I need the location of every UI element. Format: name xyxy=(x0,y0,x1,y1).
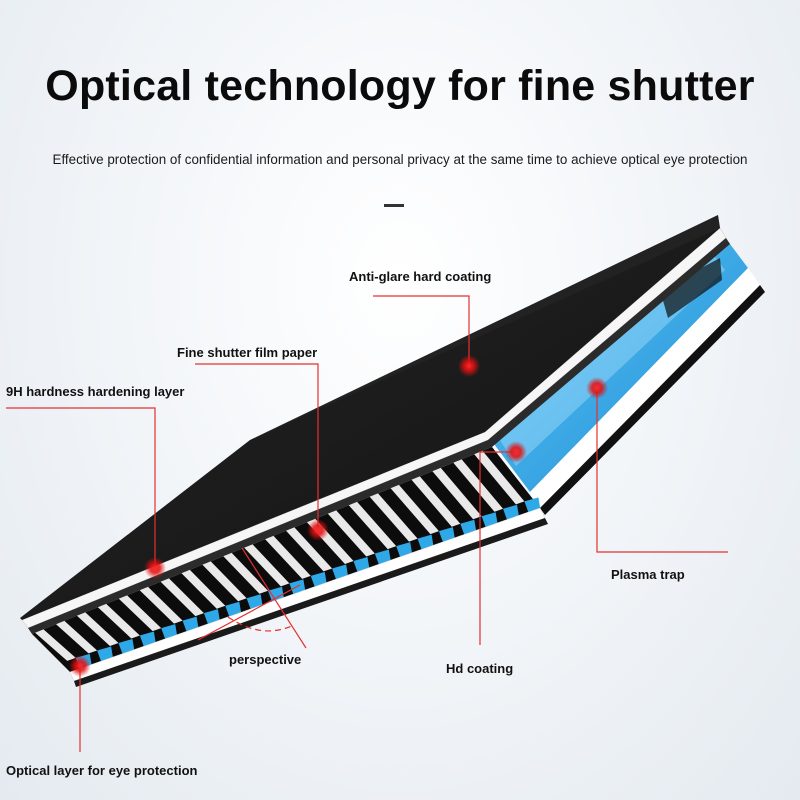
shutter-slat xyxy=(160,578,204,617)
leader-plasma xyxy=(596,388,728,553)
shutter-blue-gap xyxy=(139,631,156,647)
shutter-slat xyxy=(286,527,333,572)
shutter-blue-gap xyxy=(503,504,520,520)
divider-dash xyxy=(384,204,404,207)
right-end-panel xyxy=(485,228,765,515)
shutter-slat xyxy=(390,484,439,535)
shutter-slat xyxy=(181,569,226,609)
shutter-blue-gap xyxy=(97,646,114,662)
shutter-slats xyxy=(35,450,541,669)
label-perspective: perspective xyxy=(229,652,302,667)
shutter-slat xyxy=(327,510,375,557)
leader-lines xyxy=(6,295,728,752)
shutter-slat xyxy=(223,552,269,594)
end-black-edge xyxy=(540,285,765,515)
bottom-black-edge xyxy=(74,518,548,687)
shutter-slat xyxy=(432,467,482,520)
label-shutter-film: Fine shutter film paper xyxy=(177,345,318,360)
shutter-slat xyxy=(244,544,290,587)
marker-shutter-film xyxy=(307,519,329,541)
end-shadow xyxy=(660,258,722,318)
shutter-slat xyxy=(369,493,418,542)
shutter-blue-gap xyxy=(268,586,285,602)
shutter-blue-gap xyxy=(417,534,434,550)
marker-anti-glare xyxy=(458,355,480,377)
shutter-blue-gap xyxy=(203,609,220,625)
shutter-blue-gap xyxy=(310,571,327,587)
leader-hd-coating xyxy=(479,451,516,645)
shutter-slat xyxy=(474,450,525,505)
marker-hardness xyxy=(144,557,166,579)
shutter-slat xyxy=(76,612,119,646)
label-plasma: Plasma trap xyxy=(611,567,685,582)
perspective-arc xyxy=(227,616,295,632)
end-white-strip xyxy=(530,268,760,508)
shutter-blue-gap xyxy=(332,564,349,580)
shutter-blue-gap xyxy=(396,542,413,558)
shutter-slat xyxy=(97,603,140,639)
shutter-slat xyxy=(265,535,311,579)
leader-anti-glare xyxy=(373,295,470,366)
marker-plasma xyxy=(586,377,608,399)
shutter-slat xyxy=(56,620,98,654)
shutter-blue-gap xyxy=(438,527,455,543)
shutter-blue-gap xyxy=(460,519,477,535)
label-anti-glare: Anti-glare hard coating xyxy=(349,269,492,284)
page-title: Optical technology for fine shutter xyxy=(45,62,755,110)
leader-hardness xyxy=(6,407,156,568)
shutter-slat xyxy=(118,595,162,632)
shutter-blue-gap xyxy=(524,497,541,513)
shutter-slat xyxy=(139,586,183,624)
top-black-layer xyxy=(20,215,720,620)
shutter-blue-gap xyxy=(374,549,391,565)
shutter-blue-gap xyxy=(161,624,178,640)
top-highlight xyxy=(250,215,720,440)
shutter-blue-gap xyxy=(246,594,263,610)
shutter-slat xyxy=(202,561,247,602)
marker-hd-coating xyxy=(505,441,527,463)
marker-optical-layer xyxy=(69,655,91,677)
shutter-blue-gap xyxy=(481,512,498,528)
shutter-blue-gap xyxy=(225,601,242,617)
markers xyxy=(69,355,608,677)
shutter-blue-gap xyxy=(353,556,370,572)
shutter-slat xyxy=(453,459,504,512)
leader-shutter-film xyxy=(195,363,319,530)
label-hardness: 9H hardness hardening layer xyxy=(6,384,185,399)
leader-perspective-left xyxy=(197,584,301,641)
page-subtitle: Effective protection of confidential inf… xyxy=(52,152,748,167)
leader-perspective-right xyxy=(241,547,307,649)
shutter-slat xyxy=(35,629,76,661)
label-optical-layer: Optical layer for eye protection xyxy=(6,763,198,778)
label-hd-coating: Hd coating xyxy=(446,661,514,676)
shutter-slat xyxy=(411,476,461,527)
shutter-blue-gap xyxy=(182,616,199,632)
shutter-slat xyxy=(348,501,397,550)
shutter-blue-gap xyxy=(118,638,135,654)
